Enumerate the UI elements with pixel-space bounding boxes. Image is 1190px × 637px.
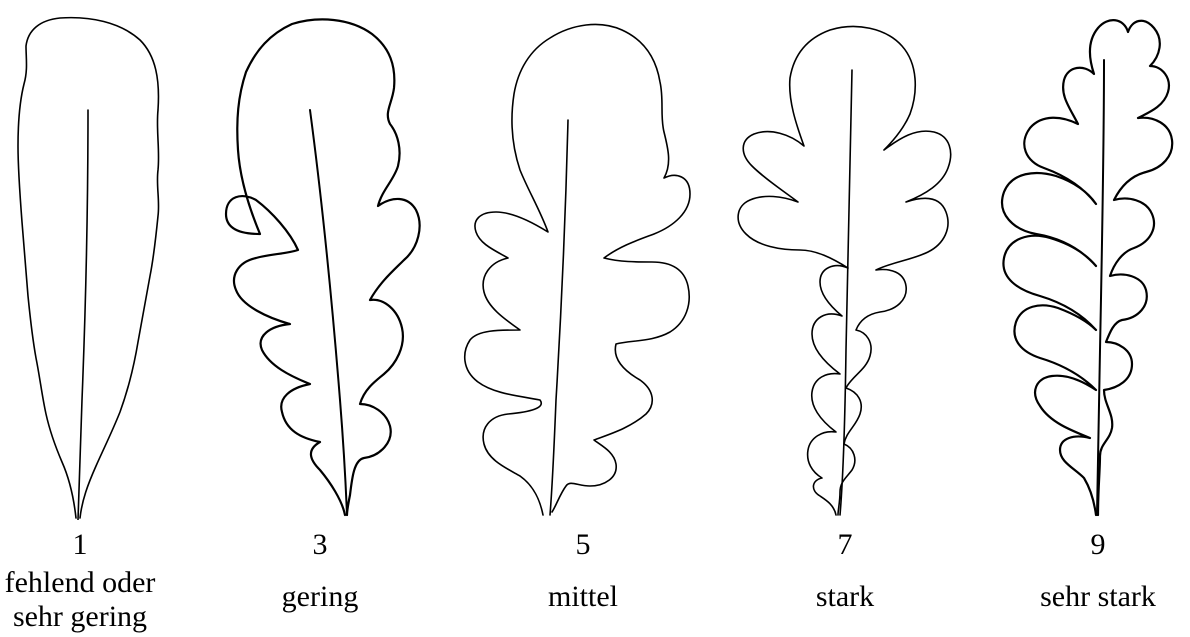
stage-label-line: gering [220, 580, 420, 614]
stage-number: 7 [745, 528, 945, 566]
stage-9-caption: 9 sehr stark [998, 528, 1190, 614]
slightly-lobed-leaf-icon [226, 19, 420, 515]
entire-leaf-icon [18, 18, 159, 520]
stage-label-line: stark [745, 580, 945, 614]
stage-7-caption: 7 stark [745, 528, 945, 614]
stage-number: 1 [0, 528, 180, 566]
stage-label-line: sehr gering [0, 600, 180, 634]
stage-1-caption: 1 fehlend oder sehr gering [0, 528, 180, 634]
stage-3-caption: 3 gering [220, 528, 420, 614]
stage-5-caption: 5 mittel [483, 528, 683, 614]
stage-number: 3 [220, 528, 420, 566]
leaf-lobing-diagram [0, 0, 1190, 520]
strongly-lobed-leaf-icon [738, 27, 951, 515]
stage-label-line: fehlend oder [0, 566, 180, 600]
stage-number: 5 [483, 528, 683, 566]
stage-label-line: sehr stark [998, 580, 1190, 614]
stage-label-line: mittel [483, 580, 683, 614]
very-strongly-lobed-leaf-icon [1002, 20, 1172, 515]
stage-number: 9 [998, 528, 1190, 566]
moderately-lobed-leaf-icon [465, 24, 690, 515]
